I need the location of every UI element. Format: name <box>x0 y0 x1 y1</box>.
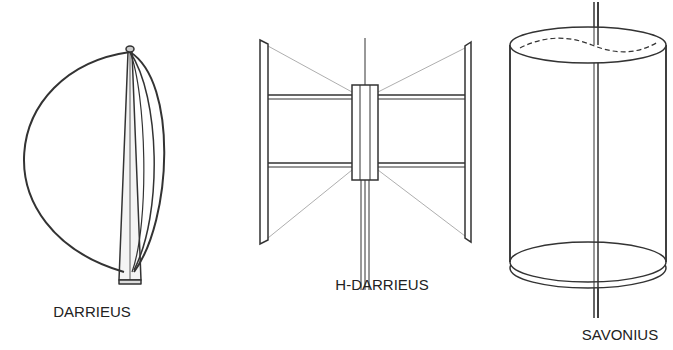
turbine-label: SAVONIUS <box>582 326 658 343</box>
darrieus-blade <box>130 52 164 272</box>
darrieus-blade <box>130 52 154 270</box>
h-darrieus-blade <box>465 42 471 242</box>
savonius-wall <box>665 45 667 262</box>
turbine-label: DARRIEUS <box>53 303 131 320</box>
darrieus-blade <box>24 52 130 272</box>
savonius-shaft <box>597 2 599 45</box>
darrieus-turbine <box>24 46 164 284</box>
savonius-wall <box>509 45 511 262</box>
h-darrieus-blade <box>260 40 268 244</box>
h-darrieus-hub <box>352 85 378 180</box>
savonius-end-plate <box>510 242 666 282</box>
savonius-shaft <box>594 242 595 318</box>
savonius-vane <box>520 38 658 52</box>
h-darrieus-shaft <box>369 180 370 290</box>
savonius-wall <box>509 45 511 262</box>
h-darrieus-hub <box>360 85 361 180</box>
turbine-label: H-DARRIEUS <box>335 276 428 293</box>
h-darrieus-turbine <box>260 38 471 290</box>
darrieus-cap <box>126 46 134 52</box>
savonius-turbine <box>510 2 666 318</box>
darrieus-base <box>119 280 141 284</box>
h-darrieus-shaft <box>361 180 362 290</box>
h-darrieus-hub <box>370 85 371 180</box>
h-darrieus-struts <box>268 46 465 238</box>
darrieus-blade <box>130 52 144 272</box>
savonius-wall <box>665 45 667 262</box>
savonius-top-plate <box>510 27 666 63</box>
darrieus-shaft <box>130 52 131 280</box>
savonius-shaft <box>594 2 595 45</box>
savonius-shaft <box>597 242 599 318</box>
